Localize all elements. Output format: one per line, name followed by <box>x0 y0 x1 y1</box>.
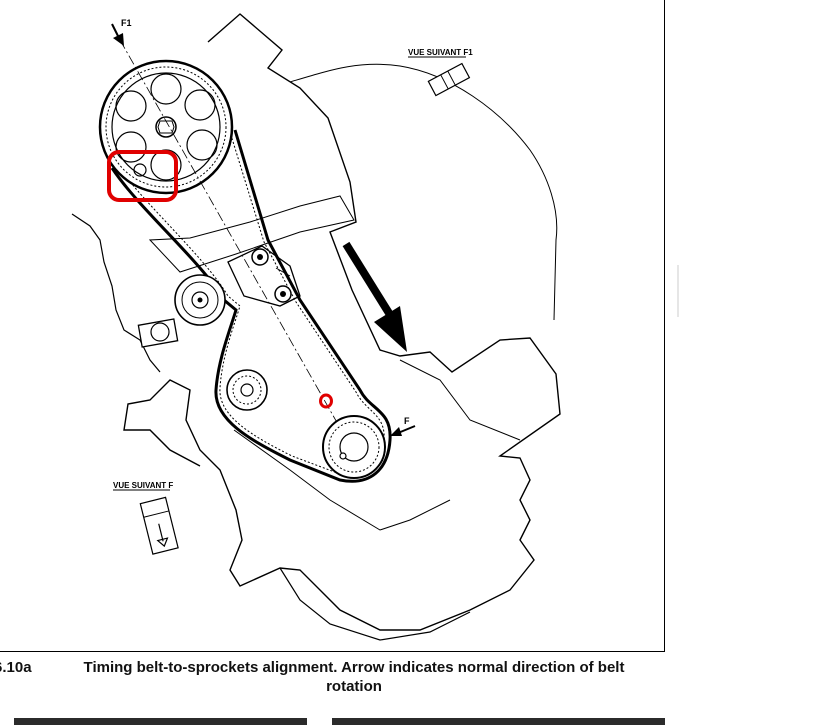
highlight-dot <box>319 393 333 409</box>
highlight-box <box>107 150 178 202</box>
lower-cover <box>233 429 451 531</box>
crank-arrow-f: F <box>390 416 416 436</box>
timing-belt <box>110 129 392 483</box>
caption-text: Timing belt-to-sprockets alignment. Arro… <box>83 659 625 695</box>
svg-text:F1: F1 <box>121 18 132 28</box>
alignment-line <box>119 39 357 457</box>
next-figure-strip-left <box>14 718 307 725</box>
timing-belt-inner <box>117 131 385 476</box>
view-f: VUE SUIVANT F <box>113 481 179 555</box>
top-arrow-f1: F1 <box>111 18 132 46</box>
idler-bracket <box>137 318 179 348</box>
auxiliary-sprocket <box>226 369 268 411</box>
tensioner-bracket <box>227 245 301 307</box>
figure-frame <box>0 0 665 652</box>
oil-pan <box>279 567 471 641</box>
camshaft-sprocket <box>98 59 234 195</box>
caption-number: 6.10a <box>0 659 32 676</box>
edge-mark <box>677 265 679 317</box>
tensioner-pulley <box>174 274 226 326</box>
svg-text:F: F <box>404 416 410 426</box>
figure-caption: 6.10a Timing belt-to-sprockets alignment… <box>0 658 666 696</box>
engine-block-outline <box>123 13 561 631</box>
next-figure-strip-right <box>332 718 665 725</box>
timing-belt-diagram: F1 F <box>71 13 561 641</box>
crankshaft-sprocket <box>322 415 386 479</box>
view-f1: VUE SUIVANT F1 <box>408 48 473 97</box>
intake-contour <box>399 359 521 441</box>
cylinder-head-contour <box>289 63 558 321</box>
belt-rotation-arrow <box>342 241 407 352</box>
engine-left-contour <box>71 213 161 373</box>
svg-text:VUE SUIVANT F: VUE SUIVANT F <box>113 481 173 490</box>
svg-text:VUE SUIVANT F1: VUE SUIVANT F1 <box>408 48 473 57</box>
belt-cover-plate <box>148 195 355 273</box>
